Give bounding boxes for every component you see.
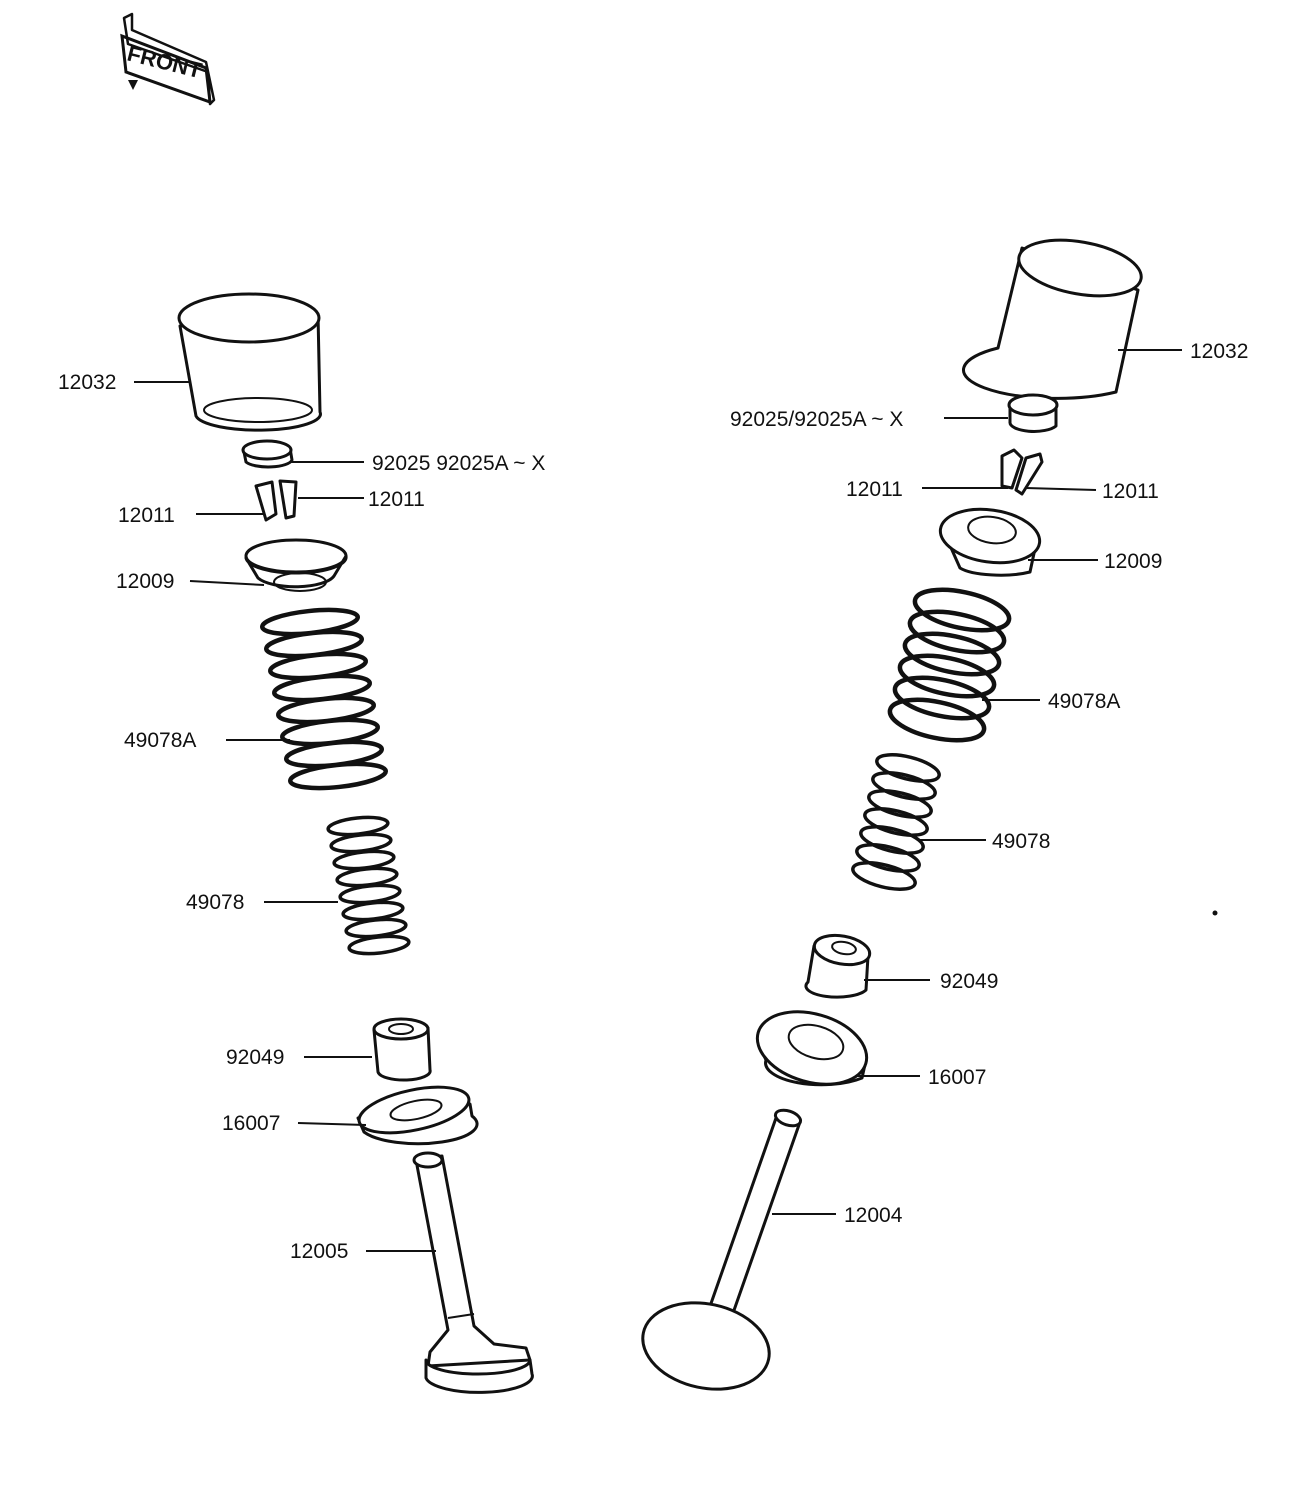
label-left-outer-spring: 49078A — [124, 729, 196, 752]
right-valve — [641, 1108, 803, 1391]
label-right-keeper-right: 12011 — [1102, 480, 1159, 503]
label-right-shim: 92025/92025A ~ X — [730, 408, 903, 431]
front-direction-badge: FRONT — [120, 12, 216, 106]
leader-lines — [134, 349, 1182, 1252]
label-right-valve: 12004 — [844, 1204, 903, 1227]
label-right-seal: 92049 — [940, 970, 998, 993]
label-left-keeper-right: 12011 — [368, 488, 425, 511]
left-valve-stack — [177, 292, 534, 1394]
right-shim — [1007, 393, 1059, 433]
label-right-keeper-left: 12011 — [846, 478, 903, 501]
label-left-seat: 16007 — [222, 1112, 280, 1135]
left-valve — [412, 1151, 534, 1394]
right-inner-spring — [851, 753, 941, 891]
label-left-retainer: 12009 — [116, 570, 174, 593]
right-outer-spring — [887, 587, 1012, 743]
left-shim — [241, 439, 294, 469]
left-stem-seal — [372, 1017, 432, 1082]
label-left-inner-spring: 49078 — [186, 891, 244, 914]
right-valve-stack — [641, 238, 1143, 1391]
left-retainer — [244, 538, 348, 592]
label-left-lifter: 12032 — [58, 371, 116, 394]
stray-dot — [1212, 910, 1218, 916]
right-keepers — [1000, 448, 1044, 496]
right-stem-seal — [804, 933, 872, 999]
left-tappet — [177, 292, 322, 432]
label-left-keeper-left: 12011 — [118, 504, 175, 527]
left-spring-seat — [356, 1085, 479, 1146]
label-right-seat: 16007 — [928, 1066, 986, 1089]
front-arrow-icon — [128, 80, 138, 90]
left-inner-spring — [326, 815, 411, 956]
label-left-shim: 92025 92025A ~ X — [372, 452, 545, 475]
label-left-valve: 12005 — [290, 1240, 348, 1263]
label-left-seal: 92049 — [226, 1046, 284, 1069]
right-retainer — [938, 507, 1042, 577]
left-outer-spring — [259, 607, 389, 791]
right-spring-seat — [755, 1010, 869, 1087]
label-right-lifter: 12032 — [1190, 340, 1248, 363]
label-right-outer-spring: 49078A — [1048, 690, 1120, 713]
part-labels: 12032 92025 92025A ~ X 12011 12011 12009… — [58, 340, 1248, 1263]
right-tappet — [962, 238, 1143, 400]
label-right-inner-spring: 49078 — [992, 830, 1050, 853]
left-keepers — [254, 479, 298, 522]
label-right-retainer: 12009 — [1104, 550, 1162, 573]
